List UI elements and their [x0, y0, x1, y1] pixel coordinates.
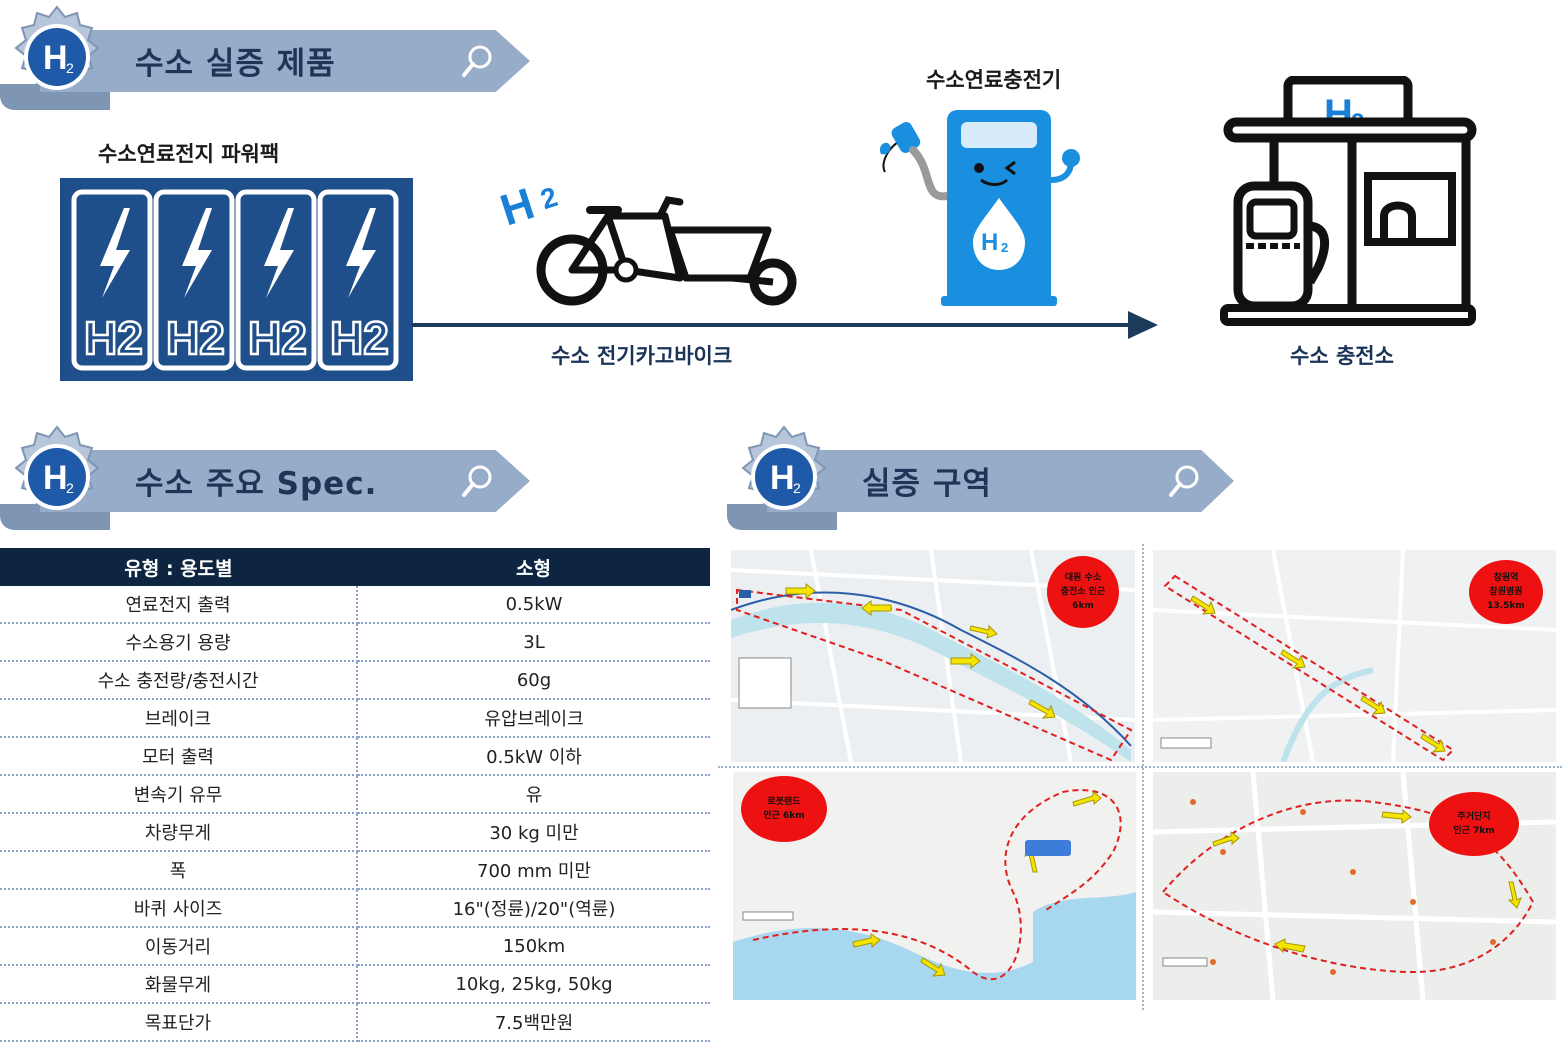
spec-item-value: 0.5kW: [357, 586, 710, 624]
spec-item-value: 10kg, 25kg, 50kg: [357, 965, 710, 1004]
spec-item-name: 이동거리: [0, 927, 358, 966]
spec-item-value: 16"(정륜)/20"(역륜): [357, 889, 710, 928]
battery-cell: H2: [71, 189, 153, 371]
svg-text:2: 2: [66, 60, 74, 76]
spec-item-name: 수소용기 용량: [0, 623, 358, 662]
svg-text:2: 2: [537, 181, 561, 215]
section-title-zone: 실증 구역: [862, 466, 992, 502]
section-header-products: H 2 수소 실증 제품: [0, 0, 540, 112]
spec-item-name: 목표단가: [0, 1003, 358, 1042]
spec-item-value: 30 kg 미만: [357, 813, 710, 852]
spec-item-value: 60g: [357, 661, 710, 700]
spec-item-name: 브레이크: [0, 699, 358, 738]
powerpack-illustration: H2 H2 H2 H2: [60, 178, 413, 381]
svg-text:2: 2: [66, 480, 74, 496]
spec-item-name: 폭: [0, 851, 358, 890]
h2-gear-icon: H 2: [14, 425, 100, 511]
lightning-icon: [346, 208, 376, 298]
battery-cell: H2: [317, 189, 399, 371]
battery-cell: H2: [235, 189, 317, 371]
spec-item-name: 화물무게: [0, 965, 358, 1004]
magnifier-icon: [1169, 465, 1199, 497]
svg-text:H: H: [43, 39, 68, 77]
spec-item-value: 유압브레이크: [357, 699, 710, 738]
spec-item-value: 0.5kW 이하: [357, 737, 710, 776]
hydrogen-station-icon: H 2: [1220, 76, 1477, 326]
spec-item-name: 차량무게: [0, 813, 358, 852]
lightning-icon: [100, 208, 130, 298]
h2-cell-label: H2: [166, 312, 225, 364]
magnifier-icon: [462, 465, 492, 497]
section-title-spec: 수소 주요 Spec.: [135, 466, 378, 502]
lightning-icon: [182, 208, 212, 298]
bike-h2-text: H: [500, 179, 540, 235]
charger-label: 수소연료충전기: [926, 68, 1062, 92]
hydrogen-charger-icon: H 2: [879, 110, 1080, 306]
lightning-icon: [264, 208, 294, 298]
spec-item-value: 150km: [357, 927, 710, 966]
section-header-zone: H 2 실증 구역: [727, 420, 1247, 532]
svg-text:H: H: [770, 459, 795, 497]
section-header-spec: H 2 수소 주요 Spec.: [0, 420, 540, 532]
station-label: 수소 충전소: [1290, 344, 1394, 368]
h2-gear-icon: H 2: [14, 5, 100, 91]
battery-cell: H2: [153, 189, 235, 371]
section-title-products: 수소 실증 제품: [135, 46, 336, 82]
spec-item-value: 3L: [357, 623, 710, 662]
svg-text:2: 2: [1001, 240, 1008, 255]
h2-gear-icon: H 2: [741, 425, 827, 511]
spec-item-name: 연료전지 출력: [0, 586, 358, 624]
svg-text:H: H: [43, 459, 68, 497]
svg-text:H: H: [981, 229, 998, 256]
spec-item-value: 유: [357, 775, 710, 814]
spec-item-name: 수소 충전량/충전시간: [0, 661, 358, 700]
spec-item-name: 모터 출력: [0, 737, 358, 776]
spec-header-size: 소형: [357, 548, 710, 586]
h2-cell-label: H2: [84, 312, 143, 364]
spec-item-value: 700 mm 미만: [357, 851, 710, 890]
h2-cell-label: H2: [248, 312, 307, 364]
magnifier-icon: [462, 45, 492, 77]
spec-header-type: 유형 : 용도별: [0, 548, 357, 586]
bike-label: 수소 전기카고바이크: [551, 344, 733, 368]
spec-table-header: 유형 : 용도별 소형: [0, 548, 710, 586]
flow-arrow: [412, 311, 1158, 339]
powerpack-label: 수소연료전지 파워팩: [98, 142, 280, 166]
spec-item-name: 바퀴 사이즈: [0, 889, 358, 928]
h2-cell-label: H2: [330, 312, 389, 364]
spec-item-value: 7.5백만원: [357, 1003, 710, 1042]
spec-item-name: 변속기 유무: [0, 775, 358, 814]
cargo-bike-icon: H 2: [500, 179, 797, 306]
svg-text:2: 2: [793, 480, 801, 496]
